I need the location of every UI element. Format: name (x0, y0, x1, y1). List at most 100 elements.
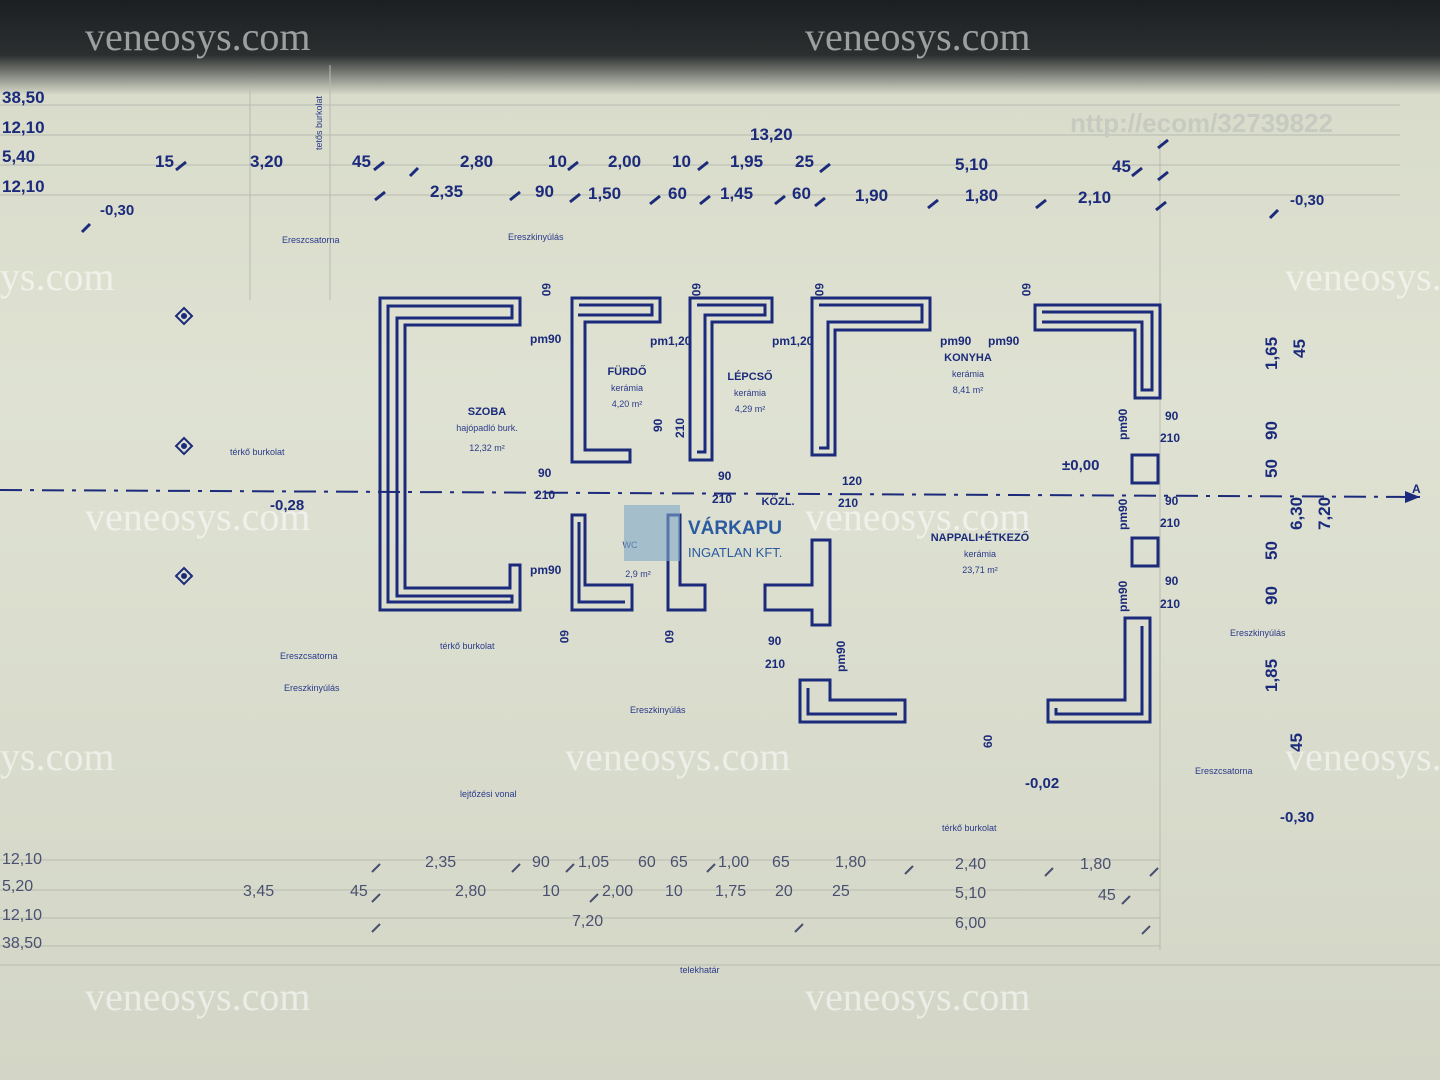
bottom-row2-dim: 45 (1098, 887, 1116, 904)
door-label-pm90: pm90 (1116, 580, 1130, 612)
right-dim: 1,85 (1262, 659, 1281, 692)
level-marker-bottom: -0,02 (1025, 775, 1059, 792)
room-floor: kerámia (964, 549, 996, 559)
top-row1-dim: 15 (155, 152, 174, 171)
right-dim: 45 (1290, 339, 1309, 358)
bottom-dimensions: 12,10 5,20 12,10 38,50 2,35 90 1,05 60 6… (2, 851, 1116, 952)
door-label-210: 210 (1160, 516, 1180, 530)
window-label-60: 60 (557, 630, 571, 644)
room-name: FÜRDŐ (607, 365, 647, 378)
bottom-row2-dim: 2,80 (455, 883, 486, 900)
varkapu-logo: VÁRKAPU INGATLAN KFT. (624, 505, 782, 561)
room-name: KONYHA (944, 352, 992, 364)
top-row1-dim: 25 (795, 152, 814, 171)
logo-subtitle: INGATLAN KFT. (688, 545, 782, 560)
door-label-210: 210 (1160, 597, 1180, 611)
watermark-partial: ys.com (0, 734, 114, 779)
window-label-60: 60 (981, 734, 995, 748)
faint-stamp: nttp://ecom/32739822 (1070, 108, 1333, 138)
room-area: 2,9 m² (625, 569, 651, 579)
bottom-row3-dim: 7,20 (572, 913, 603, 930)
top-row2-dim: 2,35 (430, 182, 463, 201)
top-row1-dim: 5,10 (955, 155, 988, 174)
watermark: veneosys.com (85, 14, 311, 59)
door-label-pm90: pm90 (1116, 498, 1130, 530)
note-ereszkinyulas-left: Ereszkinyúlás (284, 683, 340, 693)
window-label-60: 60 (689, 283, 703, 297)
axis-label: A (1412, 482, 1421, 496)
bottom-row2-dim: 10 (665, 883, 683, 900)
door-label-210: 210 (765, 657, 785, 671)
bottom-ticks (371, 863, 1159, 935)
bottom-row2-dim: 10 (542, 883, 560, 900)
door-label-120: 120 (842, 474, 862, 488)
room-furdo: FÜRDŐ kerámia 4,20 m² (607, 365, 647, 409)
bottom-row2-dim: 3,45 (243, 883, 274, 900)
bottom-row1-dim: 1,05 (578, 854, 609, 871)
door-label-90: 90 (538, 466, 552, 480)
room-floor: kerámia (734, 388, 766, 398)
room-labels: SZOBA hajópadló burk. 12,32 m² FÜRDŐ ker… (456, 352, 1029, 579)
right-dim: 50 (1262, 541, 1281, 560)
room-area: 4,20 m² (612, 399, 643, 409)
watermark: veneosys.com (565, 734, 791, 779)
room-area: 8,41 m² (953, 385, 984, 395)
bottom-left-dim: 12,10 (2, 851, 42, 868)
right-dim: 50 (1262, 459, 1281, 478)
top-left-dim-2: 12,10 (2, 118, 45, 137)
right-dim: 45 (1287, 733, 1306, 752)
bottom-row2-dim: 5,10 (955, 885, 986, 902)
bottom-row2-dim: 25 (832, 883, 850, 900)
bottom-row1-dim: 65 (772, 854, 790, 871)
room-konyha: KONYHA kerámia 8,41 m² (944, 352, 992, 395)
top-row1-dim: 2,00 (608, 152, 641, 171)
room-floor: hajópadló burk. (456, 423, 518, 433)
watermark: veneosys.com (85, 974, 311, 1019)
note-ereszcsatorna-top: Ereszcsatorna (282, 235, 340, 245)
top-dimensions: 38,50 12,10 5,40 12,10 13,20 15 3,20 45 … (2, 88, 1131, 207)
frame-lines (0, 65, 1440, 966)
note-ereszkinyulas-top: Ereszkinyúlás (508, 232, 564, 242)
logo-mark (624, 505, 680, 561)
note-ereszcsatorna-right: Ereszcsatorna (1195, 766, 1253, 776)
level-marker-top-left: -0,30 (100, 202, 134, 219)
door-label-210: 210 (712, 492, 732, 506)
bottom-row3-dim: 6,00 (955, 915, 986, 932)
walls (378, 296, 1162, 724)
door-label-pm90: pm90 (988, 334, 1020, 348)
logo-title: VÁRKAPU (688, 517, 782, 539)
window-label-60: 60 (1019, 283, 1033, 297)
right-dim: 90 (1262, 586, 1281, 605)
room-floor: kerámia (611, 383, 643, 393)
dimension-ticks (80, 138, 1280, 234)
bottom-row1-dim: 2,40 (955, 856, 986, 873)
bottom-row1-dim: 1,80 (835, 854, 866, 871)
door-label-210: 210 (838, 496, 858, 510)
room-nappali: NAPPALI+ÉTKEZŐ kerámia 23,71 m² (931, 531, 1030, 575)
top-left-dim-4: 12,10 (2, 177, 45, 196)
door-labels: pm90 pm1,20 pm1,20 pm90 pm90 90 210 90 2… (530, 283, 1180, 748)
top-row2-dim: 90 (535, 182, 554, 201)
note-ereszkinyulas-bottom: Ereszkinyúlás (630, 705, 686, 715)
door-label-pm90: pm90 (530, 563, 562, 577)
top-row1-dim: 45 (352, 152, 371, 171)
top-overall-dim: 13,20 (750, 125, 793, 144)
note-jardaburkolat-mid: térkő burkolat (440, 641, 495, 651)
note-bottom-title: telekhatár (680, 965, 720, 975)
bottom-row1-dim: 90 (532, 854, 550, 871)
door-label-90: 90 (1165, 494, 1179, 508)
top-row2-dim: 60 (668, 184, 687, 203)
watermark: veneosys.com (805, 494, 1031, 539)
bottom-row1-dim: 1,00 (718, 854, 749, 871)
watermark: veneosys.com (85, 494, 311, 539)
top-left-dim-1: 38,50 (2, 88, 45, 107)
grid-markers (174, 306, 194, 586)
note-ereszcsatorna-left: Ereszcsatorna (280, 651, 338, 661)
top-row1-dim: 3,20 (250, 152, 283, 171)
level-marker-center: ±0,00 (1062, 457, 1099, 474)
top-row1-dim: 45 (1112, 157, 1131, 176)
section-axis-A: A (0, 482, 1421, 503)
room-floor: kerámia (952, 369, 984, 379)
bottom-left-dim: 5,20 (2, 878, 33, 895)
room-name: LÉPCSŐ (727, 370, 773, 383)
